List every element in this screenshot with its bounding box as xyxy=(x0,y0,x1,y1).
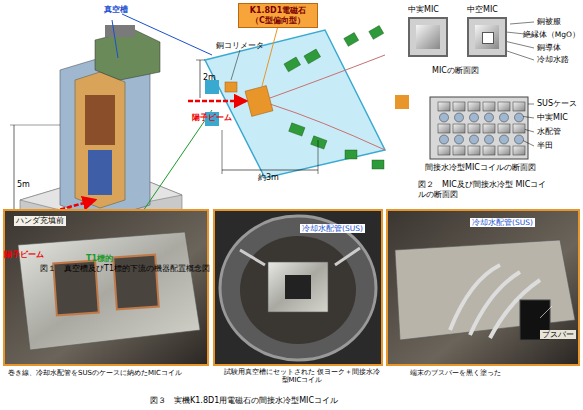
coil-element xyxy=(455,135,464,144)
part-label: ハンダ充填前 xyxy=(14,216,66,226)
node-text: K1.8D1電磁石（C型偏向型） xyxy=(243,6,313,25)
part-label: 冷却水配管(SUS) xyxy=(300,224,365,233)
coil-element xyxy=(438,102,450,111)
coil-element xyxy=(468,146,480,155)
coil-element xyxy=(438,124,450,133)
coil-element xyxy=(440,113,449,122)
part-label: 間接水冷型MICコイルの断面図 xyxy=(425,163,536,173)
coil-element xyxy=(513,102,525,111)
coil-element xyxy=(485,135,494,144)
cooling-channel xyxy=(482,32,494,44)
coil-element xyxy=(453,102,465,111)
part-label: 冷却水路 xyxy=(537,55,569,65)
part-label: SUSケース xyxy=(537,99,577,109)
figure-caption: 図２ MIC及び間接水冷型 MICコイルの断面図 xyxy=(418,180,548,199)
coil-element xyxy=(468,102,480,111)
part-label: 端末のブスバーを黒く塗った xyxy=(410,369,501,377)
coil-element xyxy=(498,146,510,155)
part-label: 水配管 xyxy=(537,127,561,137)
part-label: 冷却水配管(SUS) xyxy=(470,218,535,227)
part-label: 約3m xyxy=(258,173,279,183)
node-text: 中実MIC xyxy=(408,5,448,15)
mic-square xyxy=(467,17,507,57)
coil-element xyxy=(483,146,495,155)
figure-caption: 図３ 実機K1.8D1用電磁石の間接水冷型MICコイル xyxy=(150,396,338,406)
mic-core xyxy=(416,25,440,49)
magnet-label-box: K1.8D1電磁石（C型偏向型） xyxy=(238,3,318,28)
coil-element xyxy=(453,124,465,133)
coil-element xyxy=(500,135,509,144)
part-label: ブスバー xyxy=(540,330,576,339)
coil-element xyxy=(498,102,510,111)
coil-element xyxy=(513,146,525,155)
part-label: 陽子ビーム xyxy=(192,113,232,123)
mic-section: 中実MIC xyxy=(408,5,448,57)
part-label: 半田 xyxy=(537,141,553,151)
coil-element xyxy=(453,146,465,155)
coil-element xyxy=(470,113,479,122)
coil-element xyxy=(455,113,464,122)
part-label: 陽子ビーム xyxy=(4,250,44,260)
coil-element xyxy=(468,124,480,133)
part-label: 巻き線、冷却水配管をSUSのケースに納めたMICコイル xyxy=(8,369,208,377)
coil-element xyxy=(485,113,494,122)
part-label: 2m xyxy=(203,73,216,83)
part-label: 真空槽 xyxy=(104,5,128,15)
figure-caption: 図１ 真空槽及びT1標的下流の機器配置概念図 xyxy=(40,264,210,274)
mic-square xyxy=(408,17,448,57)
coil-element xyxy=(513,124,525,133)
coil-element xyxy=(515,135,524,144)
coil-element xyxy=(483,124,495,133)
part-label: 銅被服 xyxy=(537,17,561,27)
part-label: 試験用真空槽にセットされた 仮ヨーク＋間接水冷型MICコイル xyxy=(222,368,382,385)
part-label: 銅コリメータ xyxy=(216,41,264,51)
coil-element xyxy=(498,124,510,133)
part-label: 銅導体 xyxy=(537,43,561,53)
mic-section: 中空MIC xyxy=(467,5,507,57)
part-label: 中実MIC xyxy=(537,113,568,123)
coil-element xyxy=(483,102,495,111)
part-label: 5m xyxy=(17,180,30,190)
coil-element xyxy=(470,135,479,144)
coil-element xyxy=(440,135,449,144)
coil-element xyxy=(515,113,524,122)
mic-core xyxy=(475,25,499,49)
coil-element xyxy=(500,113,509,122)
node-text: 中空MIC xyxy=(467,5,507,15)
coil-element xyxy=(438,146,450,155)
part-label: 絶縁体（MgO） xyxy=(523,30,580,39)
part-label: MICの断面図 xyxy=(432,66,479,76)
part-label: T1標的 xyxy=(86,254,113,264)
